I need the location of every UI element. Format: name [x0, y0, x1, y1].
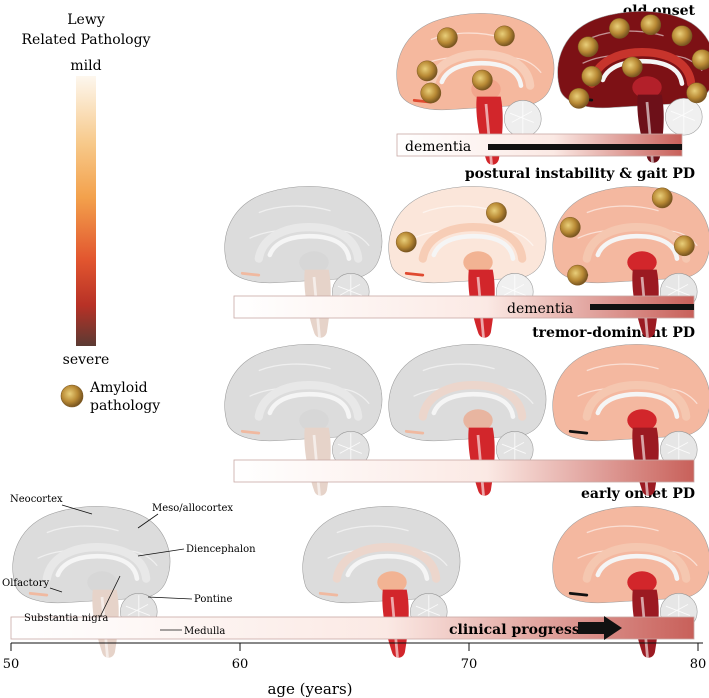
amyloid-plaque-icon	[471, 69, 493, 91]
brain-reference	[12, 506, 171, 658]
region-neocortex: Neocortex	[10, 494, 63, 505]
x-tick-label: 50	[3, 657, 20, 672]
progression-arrow-icon	[578, 616, 622, 640]
region-pontine: Pontine	[194, 594, 232, 605]
amyloid-plaque-icon	[671, 25, 693, 47]
region-meso: Meso/allocortex	[152, 503, 233, 514]
amyloid-plaque-icon	[416, 60, 438, 82]
brain-old-onset-2	[557, 11, 709, 163]
row-title-pigd: postural instability & gait PD	[465, 166, 695, 182]
region-medulla: Medulla	[184, 626, 225, 637]
x-tick-label: 60	[232, 657, 249, 672]
legend-title-line2: Related Pathology	[22, 32, 151, 48]
region-labels: Neocortex Meso/allocortex Diencephalon O…	[2, 494, 256, 637]
amyloid-plaque-icon	[651, 187, 673, 209]
amyloid-plaque-icon	[691, 49, 709, 71]
legend-title-line1: Lewy	[67, 12, 105, 28]
amyloid-plaque-icon	[420, 82, 442, 104]
x-axis-label: age (years)	[267, 680, 352, 698]
legend-gradient-bar	[76, 76, 96, 346]
amyloid-plaque-icon	[577, 36, 599, 58]
legend-mild-label: mild	[70, 58, 101, 74]
amyloid-plaque-icon	[395, 231, 417, 253]
bar-label-pigd: dementia	[507, 301, 573, 317]
region-olfactory: Olfactory	[2, 578, 49, 589]
bar-label-old-onset: dementia	[405, 139, 471, 155]
amyloid-legend-line2: pathology	[90, 398, 160, 414]
bar-label-clinical-progression: clinical progression	[449, 622, 605, 638]
amyloid-legend-icon	[60, 384, 84, 408]
brain-pigd-2	[388, 186, 547, 338]
row-title-tremor: tremor-dominant PD	[532, 325, 695, 341]
region-diencephalon: Diencephalon	[186, 544, 256, 555]
amyloid-plaque-icon	[640, 14, 662, 36]
amyloid-plaque-icon	[437, 27, 458, 49]
amyloid-plaque-icon	[486, 202, 507, 223]
amyloid-plaque-icon	[559, 216, 581, 238]
amyloid-plaque-icon	[568, 87, 590, 109]
amyloid-legend-line1: Amyloid	[89, 380, 148, 396]
brain-tremor-1	[224, 344, 383, 496]
amyloid-plaque-icon	[673, 235, 695, 257]
x-tick-label: 80	[690, 657, 707, 672]
row-title-early-onset: early onset PD	[581, 486, 695, 502]
timeline-bar-tremor	[233, 459, 695, 483]
amyloid-plaque-icon	[494, 25, 515, 47]
legend-severe-label: severe	[63, 352, 110, 368]
region-substantia: Substantia nigra	[24, 613, 108, 624]
x-tick-label: 70	[461, 657, 478, 672]
amyloid-plaque-icon	[567, 264, 588, 286]
amyloid-plaque-icon	[686, 82, 708, 104]
amyloid-plaque-icon	[621, 56, 643, 78]
x-axis-ticks: 50 60 70 80	[3, 643, 707, 672]
amyloid-plaque-icon	[609, 18, 630, 39]
amyloid-plaque-icon	[581, 65, 603, 87]
timeline-bar-early-onset	[10, 616, 695, 640]
